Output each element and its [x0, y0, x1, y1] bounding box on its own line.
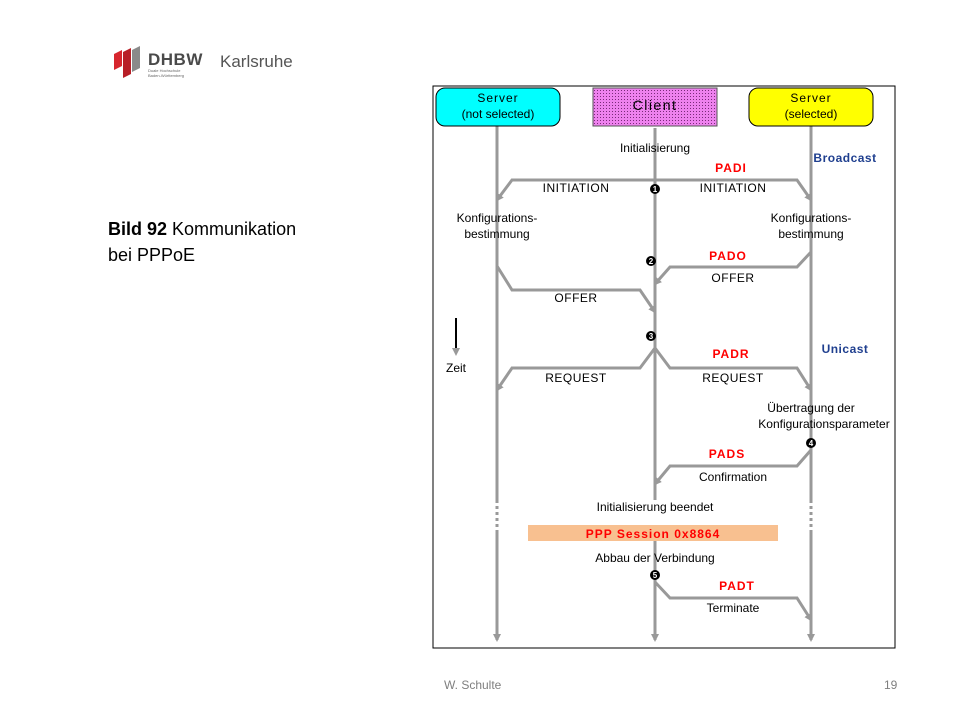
initiation-left-label: INITIATION [543, 181, 610, 195]
transfer-line1: Übertragung der [767, 401, 854, 415]
step-marker-1-label: 1 [653, 185, 658, 194]
server-not-selected-box [435, 87, 561, 127]
logo-name: DHBW [148, 50, 203, 69]
pado-arrows [495, 250, 813, 314]
request-right-label: REQUEST [702, 371, 764, 385]
logo-subtitle: Duale Hochschule Baden-Württemberg [148, 68, 185, 78]
footer-author: W. Schulte [444, 678, 502, 692]
client-box [592, 87, 718, 127]
dhbw-logo: DHBW Duale Hochschule Baden-Württemberg … [112, 46, 312, 80]
figure-title-line1: Kommunikation [167, 219, 297, 239]
page-number: 19 [884, 678, 898, 692]
step-marker-5-label: 5 [653, 571, 658, 580]
server-left-title: Server [477, 91, 518, 105]
diagram-frame [432, 85, 896, 649]
padi-label: PADI [715, 161, 747, 175]
padt-arrow [653, 580, 813, 622]
step-marker-4-label: 4 [809, 439, 814, 448]
step-marker-5 [650, 570, 660, 580]
teardown-label: Abbau der Verbindung [595, 551, 714, 565]
server-right-subtitle: (selected) [785, 107, 838, 121]
lifeline-gaps [495, 500, 813, 530]
config-left-line2: bestimmung [464, 227, 529, 241]
step-marker-2 [646, 256, 656, 266]
step-marker-3-label: 3 [649, 332, 654, 341]
server-selected-box [748, 87, 874, 127]
unicast-label: Unicast [822, 342, 869, 356]
request-left-label: REQUEST [545, 371, 607, 385]
terminate-label: Terminate [707, 601, 760, 615]
padi-arrows [495, 178, 813, 202]
ppp-session-label: PPP Session 0x8864 [586, 527, 721, 541]
transfer-line2: Konfigurationsparameter [758, 417, 889, 431]
config-right-line2: bestimmung [778, 227, 843, 241]
server-right-title: Server [790, 91, 831, 105]
step-marker-2-label: 2 [649, 257, 654, 266]
init-done-label: Initialisierung beendet [597, 500, 714, 514]
figure-caption: Bild 92 Kommunikation bei PPPoE [108, 216, 368, 268]
padr-arrows [495, 347, 813, 392]
pado-label: PADO [709, 249, 747, 263]
step-marker-4 [806, 438, 816, 448]
confirmation-label: Confirmation [699, 470, 767, 484]
padr-label: PADR [712, 347, 749, 361]
logo-city: Karlsruhe [220, 52, 293, 71]
client-title: Client [633, 97, 678, 113]
pads-arrow [653, 449, 813, 486]
figure-number: Bild 92 [108, 219, 168, 239]
step-marker-3 [646, 331, 656, 341]
initialization-label: Initialisierung [620, 141, 690, 155]
ppp-session-bar [528, 525, 778, 541]
padt-label: PADT [719, 579, 755, 593]
step-marker-1 [650, 184, 660, 194]
initiation-right-label: INITIATION [700, 181, 767, 195]
figure-title-line2: bei PPPoE [108, 245, 196, 265]
offer-left-label: OFFER [554, 291, 597, 305]
server-left-subtitle: (not selected) [462, 107, 535, 121]
dhbw-logo-mark-icon [114, 46, 140, 78]
config-left-line1: Konfigurations- [457, 211, 538, 225]
time-label: Zeit [446, 361, 467, 375]
pads-label: PADS [709, 447, 745, 461]
config-right-line1: Konfigurations- [771, 211, 852, 225]
offer-right-label: OFFER [711, 271, 754, 285]
broadcast-label: Broadcast [813, 151, 876, 165]
